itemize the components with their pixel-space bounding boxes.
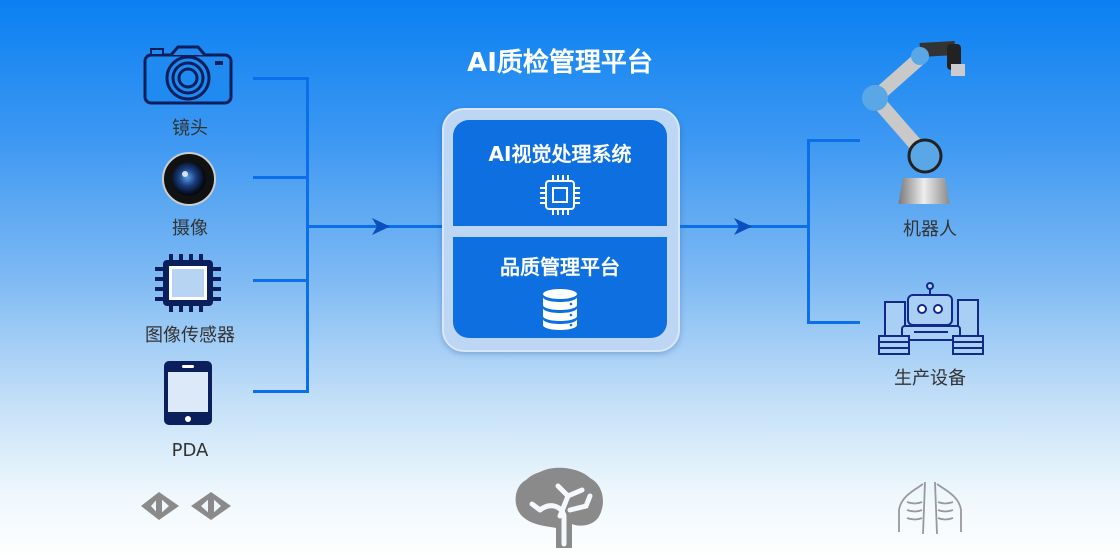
- lungs-icon: [895, 480, 965, 534]
- production-robot-icon: [878, 282, 984, 356]
- connector-line: [807, 321, 860, 324]
- quality-mgmt-panel: 品质管理平台: [453, 237, 667, 338]
- connector-line: [807, 139, 860, 142]
- cpu-icon: [538, 173, 582, 217]
- camera-icon: [143, 45, 233, 105]
- output-label-production-equipment: 生产设备: [894, 368, 966, 389]
- connector-line: [253, 77, 308, 80]
- database-icon: [542, 288, 578, 330]
- connector-line: [253, 176, 308, 179]
- ai-vision-panel: AI视觉处理系统: [453, 120, 667, 226]
- brain-icon: [510, 466, 610, 548]
- arrow-right-icon: [372, 218, 390, 235]
- input-label-image-sensor: 图像传感器: [145, 325, 235, 346]
- image-sensor-chip-icon: [155, 254, 221, 312]
- output-label-robot: 机器人: [903, 219, 957, 240]
- connector-line: [306, 77, 309, 393]
- webcam-lens-icon: [162, 152, 216, 206]
- connector-line: [253, 390, 308, 393]
- diagram-title: AI质检管理平台: [467, 48, 653, 78]
- eyes-icon: [139, 490, 239, 522]
- arrow-right-icon: [734, 218, 752, 235]
- input-label-webcam: 摄像: [172, 218, 208, 239]
- ai-vision-label: AI视觉处理系统: [488, 142, 632, 166]
- connector-line: [306, 225, 444, 228]
- input-label-pda: PDA: [171, 440, 209, 461]
- input-label-camera: 镜头: [172, 118, 208, 139]
- connector-line: [253, 279, 308, 282]
- robot-arm-icon: [855, 38, 975, 204]
- pda-phone-icon: [163, 360, 213, 426]
- quality-mgmt-label: 品质管理平台: [500, 255, 620, 279]
- connector-line: [807, 139, 810, 324]
